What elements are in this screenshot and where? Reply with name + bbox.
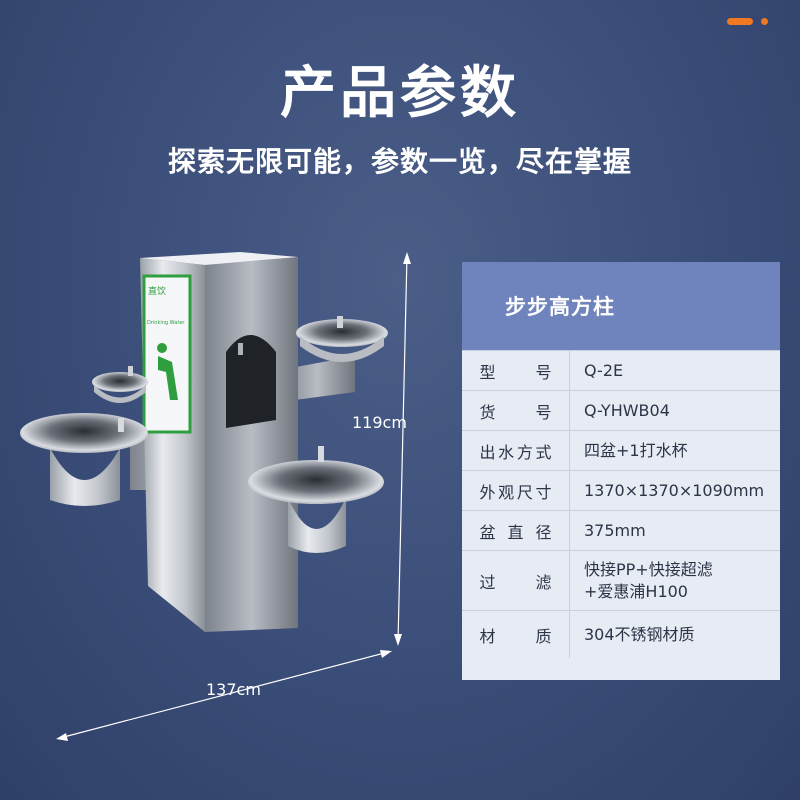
decoration-pill <box>727 18 753 25</box>
height-label: 119cm <box>352 413 407 432</box>
drinking-panel <box>142 274 192 434</box>
page-title: 产品参数 <box>280 61 520 126</box>
spec-row-item-no: 货号 Q-YHWB04 <box>462 390 780 430</box>
column-right-face <box>205 257 298 632</box>
page-subtitle: 探索无限可能，参数一览，尽在掌握 <box>167 145 632 178</box>
drinker-icon-body <box>158 356 178 400</box>
panel-sublabel: Drinking Water <box>147 320 185 326</box>
spec-value-line1: 快接PP+快接超滤 <box>584 560 713 579</box>
decoration-dot <box>761 18 768 25</box>
spec-value: Q-2E <box>584 360 624 380</box>
spec-value: 375mm <box>584 520 646 540</box>
spec-value: 四盆+1打水杯 <box>584 440 688 460</box>
spec-row-filter: 过滤 快接PP+快接超滤 +爱惠浦H100 <box>462 550 780 610</box>
bottle-filler <box>226 335 276 428</box>
spec-table: 步步高方柱 型号 Q-2E 货号 Q-YHWB04 出水方式 四盆+1打水杯 外… <box>462 262 780 680</box>
spec-row-material: 材质 304不锈钢材质 <box>462 610 780 658</box>
spec-label: 盆直径 <box>479 522 552 542</box>
spec-label: 过滤 <box>479 572 552 592</box>
spec-label: 外观尺寸 <box>479 482 552 502</box>
spec-label: 货号 <box>479 402 552 422</box>
spec-value-line2: +爱惠浦H100 <box>584 581 688 601</box>
spec-table-title: 步步高方柱 <box>462 262 780 350</box>
spec-row-outlet: 出水方式 四盆+1打水杯 <box>462 430 780 470</box>
width-label: 137cm <box>206 680 261 699</box>
width-dimension-line <box>59 651 389 739</box>
spec-row-diameter: 盆直径 375mm <box>462 510 780 550</box>
panel-label: 直饮 <box>148 285 166 297</box>
spec-label: 出水方式 <box>479 442 552 462</box>
spec-value: 304不锈钢材质 <box>584 624 695 644</box>
spec-value: 1370×1370×1090mm <box>584 480 765 500</box>
spec-label: 型号 <box>479 362 552 382</box>
height-dimension-line <box>397 254 408 643</box>
drinker-icon-head <box>157 343 167 353</box>
spec-value: 快接PP+快接超滤 +爱惠浦H100 <box>570 551 780 610</box>
spec-row-size: 外观尺寸 1370×1370×1090mm <box>462 470 780 510</box>
spec-row-model: 型号 Q-2E <box>462 350 780 390</box>
spec-value: Q-YHWB04 <box>584 400 670 420</box>
spec-label: 材质 <box>479 626 552 646</box>
